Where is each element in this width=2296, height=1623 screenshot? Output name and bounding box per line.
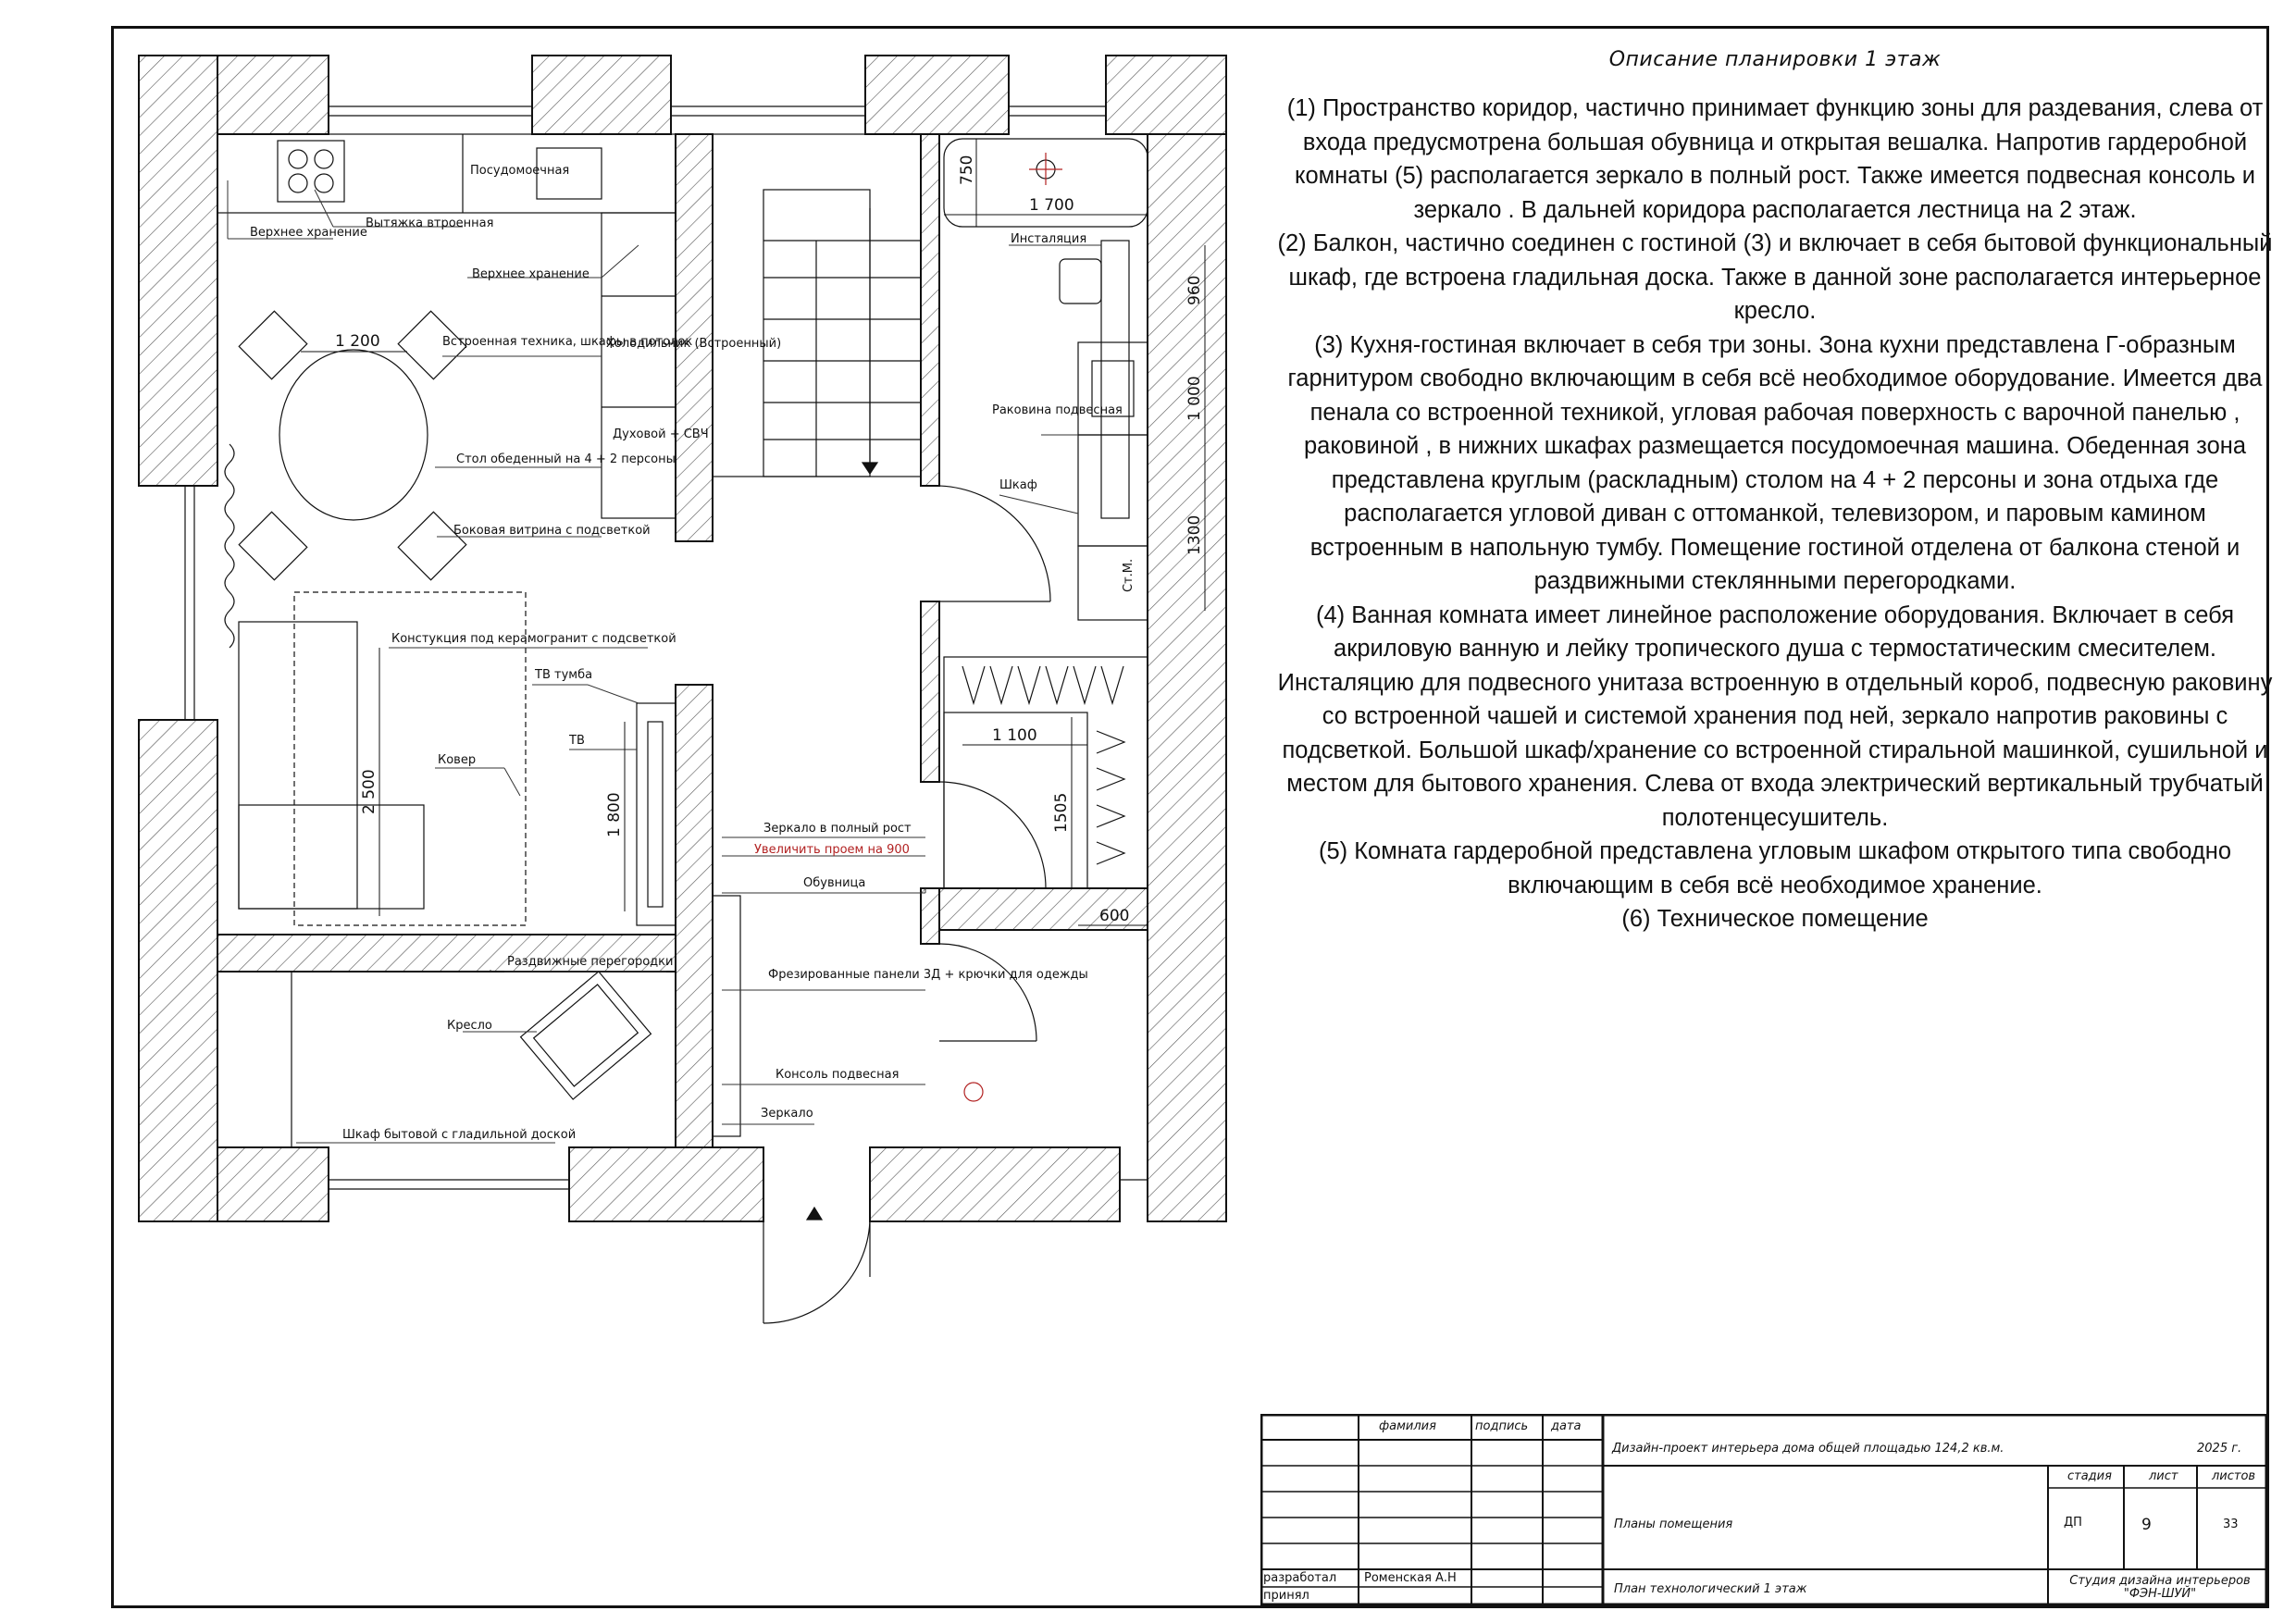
label-hanging-console: Консоль подвесная <box>776 1068 899 1082</box>
dim-1700: 1 700 <box>1029 196 1074 215</box>
label-side-showcase: Боковая витрина с подсветкой <box>453 524 651 538</box>
technical-room <box>938 943 1037 1102</box>
stamp-col-signature: подпись <box>1475 1419 1529 1433</box>
description-paragraph: (3) Кухня-гостиная включает в себя три з… <box>1287 331 2263 595</box>
dimension-lines <box>301 139 1206 926</box>
label-tv: ТВ <box>568 734 585 748</box>
stamp-col-date: дата <box>1551 1419 1582 1433</box>
description-paragraph: (2) Балкон, частично соединен с гостиной… <box>1277 230 2273 324</box>
dimension-texts: 750 1 700 1 200 960 1 000 1300 2 500 1 8… <box>335 155 1204 925</box>
dim-1800: 1 800 <box>605 792 624 837</box>
balcony <box>217 971 652 1148</box>
description-paragraph: (5) Комната гардеробной представлена угл… <box>1318 838 2232 898</box>
stamp-sheets-header: листов <box>2212 1469 2256 1483</box>
living-room <box>238 591 676 926</box>
stamp-stage-header: стадия <box>2067 1469 2112 1483</box>
leader-lines <box>227 180 1101 1144</box>
wardrobe-room <box>938 656 1148 889</box>
description-list: (1) Пространство коридор, частично прини… <box>1275 92 2275 936</box>
label-installation: Инсталяция <box>1011 232 1086 246</box>
stamp-col-surname: фамилия <box>1379 1419 1436 1433</box>
label-shoe-rack: Обувница <box>803 876 865 890</box>
stamp-accepted-label: принял <box>1263 1589 1309 1603</box>
walls <box>138 55 1227 1222</box>
label-full-mirror: Зеркало в полный рост <box>763 822 912 836</box>
stamp-project-title: Дизайн-проект интерьера дома общей площа… <box>1612 1442 2004 1456</box>
label-porcelain-construction: Констукция под керамогранит с подсветкой <box>391 632 676 646</box>
label-mirror: Зеркало <box>761 1107 813 1121</box>
dim-2500: 2 500 <box>360 769 379 814</box>
dim-960: 960 <box>1185 276 1204 305</box>
label-built-in-appliances: Встроенная техника, шкафы в потолок <box>442 335 692 349</box>
label-dishwasher: Посудомоечная <box>470 164 569 178</box>
dim-750: 750 <box>958 155 976 185</box>
dim-1300: 1300 <box>1185 515 1204 555</box>
stamp-developed-label: разработал <box>1263 1571 1337 1585</box>
stamp-section: Планы помещения <box>1614 1518 1733 1531</box>
plan-labels: Верхнее хранение Вытяжка втроенная Посуд… <box>250 164 1136 1142</box>
label-upper-storage-left: Верхнее хранение <box>250 226 367 240</box>
label-wardrobe: Шкаф <box>999 478 1037 492</box>
dim-1000: 1 000 <box>1185 376 1204 421</box>
dim-1505: 1505 <box>1052 793 1071 833</box>
label-carpet: Ковер <box>438 753 476 767</box>
bathroom <box>938 138 1148 621</box>
label-oven: Духовой + СВЧ <box>613 427 709 441</box>
label-hanging-sink: Раковина подвесная <box>992 403 1123 417</box>
description-paragraph: (1) Пространство коридор, частично прини… <box>1286 95 2264 223</box>
plan-description: Описание планировки 1 этаж (1) Пространс… <box>1275 48 2275 936</box>
stamp-sheet: 9 <box>2141 1516 2152 1534</box>
title-block: фамилия подпись дата Дизайн-проект интер… <box>1260 1414 2267 1605</box>
windows <box>184 105 1148 1190</box>
description-title: Описание планировки 1 этаж <box>1608 48 1942 71</box>
description-paragraph: (6) Техническое помещение <box>1621 906 1929 932</box>
stamp-year: 2025 г. <box>2197 1442 2242 1456</box>
stamp-sheets: 33 <box>2223 1518 2239 1531</box>
label-upper-storage-right: Верхнее хранение <box>472 267 590 281</box>
stamp-developer: Роменская А.Н <box>1364 1571 1457 1585</box>
dim-600: 600 <box>1099 907 1129 925</box>
stamp-sheet-header: лист <box>2149 1469 2178 1483</box>
label-tv-stand: ТВ тумба <box>534 668 592 682</box>
drawing-frame <box>111 26 2269 1608</box>
label-dining-table: Стол обеденный на 4 + 2 персоны <box>456 452 676 466</box>
label-milled-panels: Фрезированные панели 3Д + крючки для оде… <box>768 968 1088 982</box>
staircase <box>712 133 922 477</box>
label-sliding-partitions: Раздвижные перегородки <box>507 955 673 969</box>
dim-1100: 1 100 <box>992 726 1037 745</box>
description-paragraph: (4) Ванная комната имеет линейное распол… <box>1277 601 2273 831</box>
label-washing-machine: Ст.М. <box>1122 559 1136 592</box>
label-enlarge-opening: Увеличить проем на 900 <box>754 843 910 857</box>
corridor <box>712 895 871 1324</box>
label-armchair: Кресло <box>447 1019 492 1033</box>
floor-plan: Верхнее хранение Вытяжка втроенная Посуд… <box>138 55 1227 1324</box>
label-laundry-cabinet: Шкаф бытовой с гладильной доской <box>342 1128 576 1142</box>
label-fridge: Холодильник (Встроенный) <box>606 337 781 351</box>
stamp-stage: ДП <box>2064 1516 2082 1530</box>
dim-1200: 1 200 <box>335 332 380 351</box>
stamp-drawing-title: План технологический 1 этаж <box>1614 1582 1807 1596</box>
title-block-grid <box>1260 1414 2267 1605</box>
label-hood: Вытяжка втроенная <box>366 217 493 230</box>
stamp-studio: Студия дизайна интерьеров "ФЭН-ШУЙ" <box>2069 1574 2251 1601</box>
kitchen <box>217 133 676 649</box>
